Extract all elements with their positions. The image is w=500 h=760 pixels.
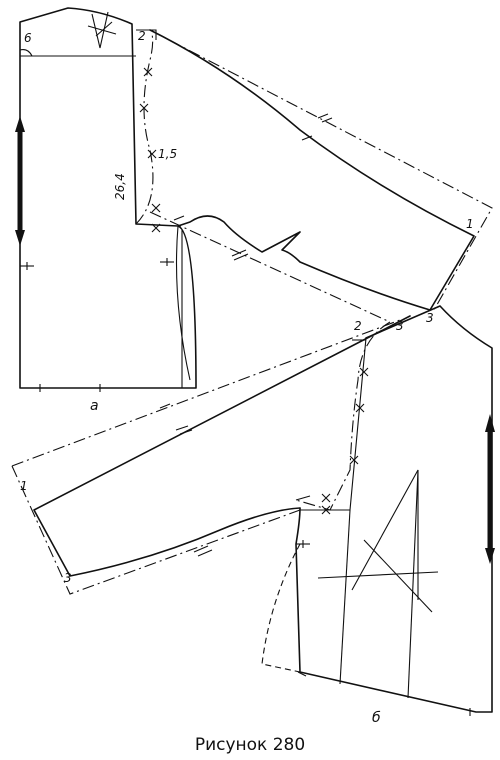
label-point-3-bottom: 3	[64, 571, 72, 585]
label-panel-a: а	[90, 398, 99, 414]
cross-marks-b	[321, 367, 369, 515]
label-point-1-top: 1	[466, 217, 474, 231]
front-bodice-outline	[261, 305, 493, 713]
label-point-2-top: 2	[138, 29, 146, 43]
label-point-2-mid: 2	[354, 319, 362, 333]
cross-marks	[139, 67, 333, 261]
notch-marks	[20, 258, 174, 392]
grainline-arrow-a	[15, 116, 25, 246]
label-point-3-mid-a: 3	[396, 319, 404, 333]
label-point-1-left: 1	[20, 479, 28, 493]
under-sleeve-outline	[11, 315, 411, 595]
diagram-labels: 6 2 1 1,5 26,4 2 3 3 1 3 а б	[20, 29, 474, 726]
upper-sleeve-outline	[135, 29, 493, 323]
back-bodice-outline	[19, 7, 197, 389]
label-point-3-mid-b: 3	[426, 311, 434, 325]
notch-marks-b	[295, 339, 471, 716]
label-panel-b: б	[372, 710, 381, 726]
grainline-arrow-b	[485, 414, 495, 564]
label-point-6: 6	[24, 31, 32, 45]
label-dim-26-4: 26,4	[113, 173, 127, 200]
figure-caption: Рисунок 280	[195, 735, 305, 755]
label-dim-1-5: 1,5	[158, 147, 177, 161]
